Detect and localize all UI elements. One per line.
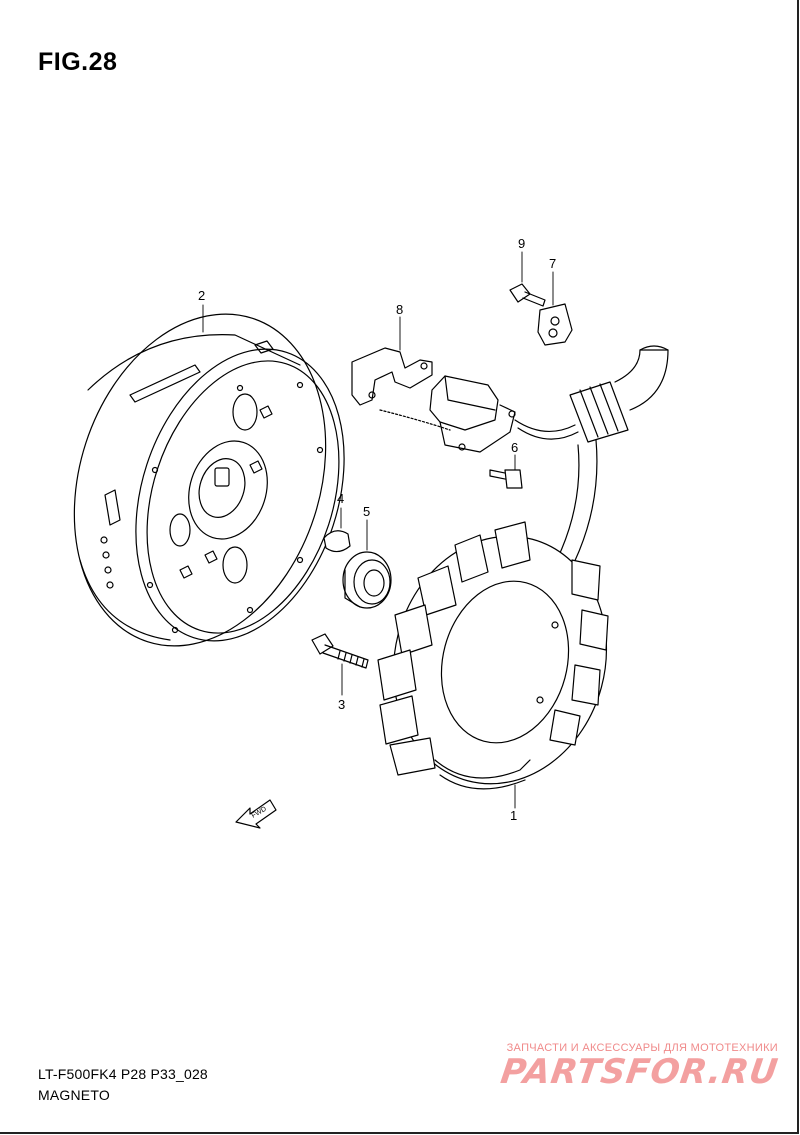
clamp-bolt: [509, 283, 546, 307]
callout-7: 7: [549, 256, 556, 271]
rotor-flywheel: [73, 313, 345, 647]
figure-title: FIG.28: [38, 48, 118, 76]
pickup-screw: [489, 469, 523, 489]
callout-8: 8: [396, 302, 403, 317]
callout-2: 2: [198, 288, 205, 303]
pickup-bracket: [351, 347, 433, 406]
callout-9: 9: [518, 236, 525, 251]
callout-1: 1: [510, 808, 517, 823]
watermark-tagline: ЗАПЧАСТИ И АКСЕССУАРЫ ДЛЯ МОТОТЕХНИКИ: [506, 1042, 778, 1054]
woodruff-key: [323, 530, 351, 553]
flange-bolt: [311, 633, 369, 669]
stator-coil: [377, 521, 609, 790]
callout-numbers: 1 2 3 4 5 6 7 8 9: [198, 236, 556, 823]
section-name: MAGNETO: [38, 1087, 110, 1103]
callout-5: 5: [363, 504, 370, 519]
callout-4: 4: [337, 491, 344, 506]
watermark-logo: PARTSFOR.RU: [498, 1052, 781, 1092]
pickup-coil: [379, 375, 579, 453]
rotor-nut: [342, 551, 392, 609]
wire-clamp: [537, 303, 573, 346]
leader-lines: [202, 251, 554, 809]
callout-3: 3: [338, 697, 345, 712]
fwd-arrow-icon: FWD: [235, 799, 277, 829]
callout-6: 6: [511, 440, 518, 455]
model-code: LT-F500FK4 P28 P33_028: [38, 1066, 208, 1082]
